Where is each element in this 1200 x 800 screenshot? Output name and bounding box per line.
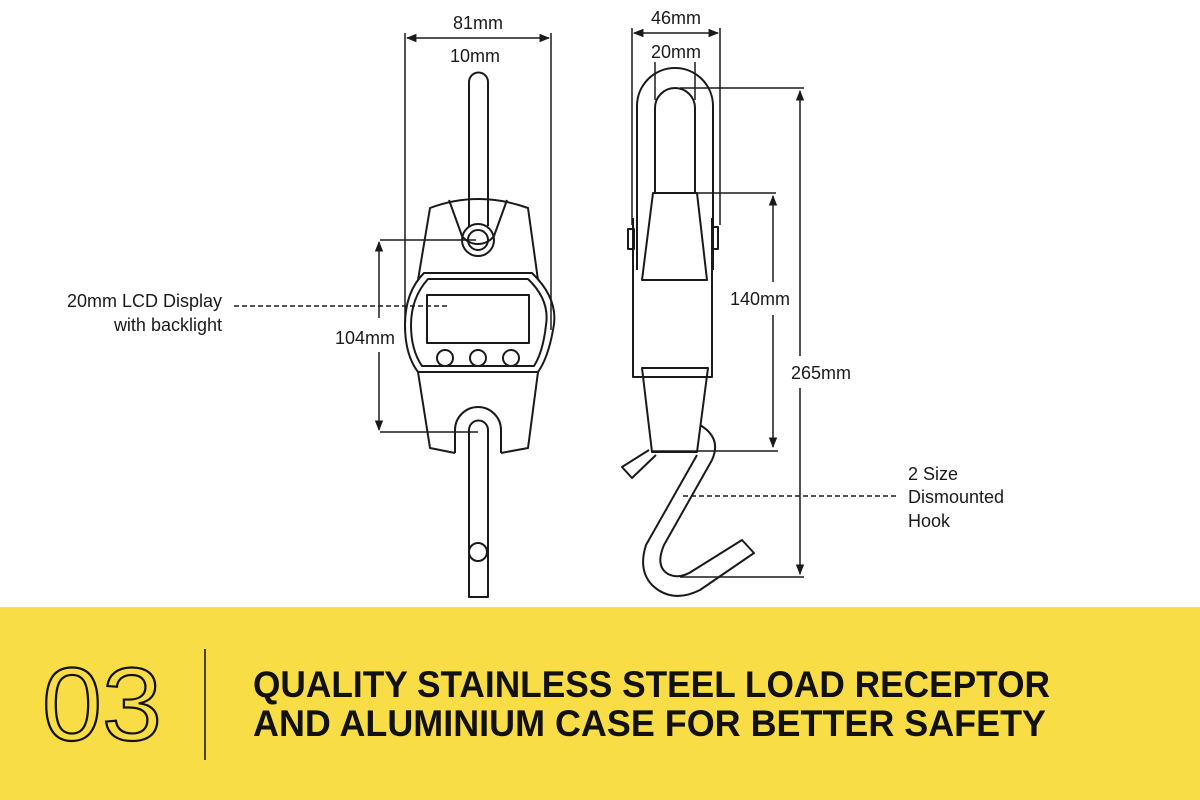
hook-callout-line3: Hook <box>908 511 951 531</box>
depth-label: 46mm <box>651 8 701 28</box>
button-icon <box>436 349 454 367</box>
lcd-callout-line1: 20mm LCD Display <box>67 291 222 311</box>
lcd-callout-line2: with backlight <box>113 315 222 335</box>
front-view: 81mm 10mm 104mm 20mm LCD Display with ba… <box>67 13 556 598</box>
height-label: 104mm <box>335 328 395 348</box>
shackle-width-label: 20mm <box>651 42 701 62</box>
hook-width-label: 10mm <box>450 46 500 66</box>
button-icon <box>469 349 487 367</box>
feature-banner: 03 QUALITY STAINLESS STEEL LOAD RECEPTOR… <box>0 607 1200 800</box>
feature-number: 03 <box>42 647 162 763</box>
button-icon <box>502 349 520 367</box>
hook-callout-line1: 2 Size <box>908 464 958 484</box>
total-height-label: 265mm <box>791 363 851 383</box>
width-label: 81mm <box>453 13 503 33</box>
body-height-label: 140mm <box>730 289 790 309</box>
side-view: 46mm 20mm 140mm 265mm 2 Size Dismounted … <box>621 8 1004 597</box>
hook-callout-line2: Dismounted <box>908 487 1004 507</box>
headline-line2: AND ALUMINIUM CASE FOR BETTER SAFETY <box>253 703 1046 744</box>
lcd-display <box>426 294 530 344</box>
headline-line1: QUALITY STAINLESS STEEL LOAD RECEPTOR <box>253 664 1050 705</box>
banner-background <box>0 607 1200 800</box>
